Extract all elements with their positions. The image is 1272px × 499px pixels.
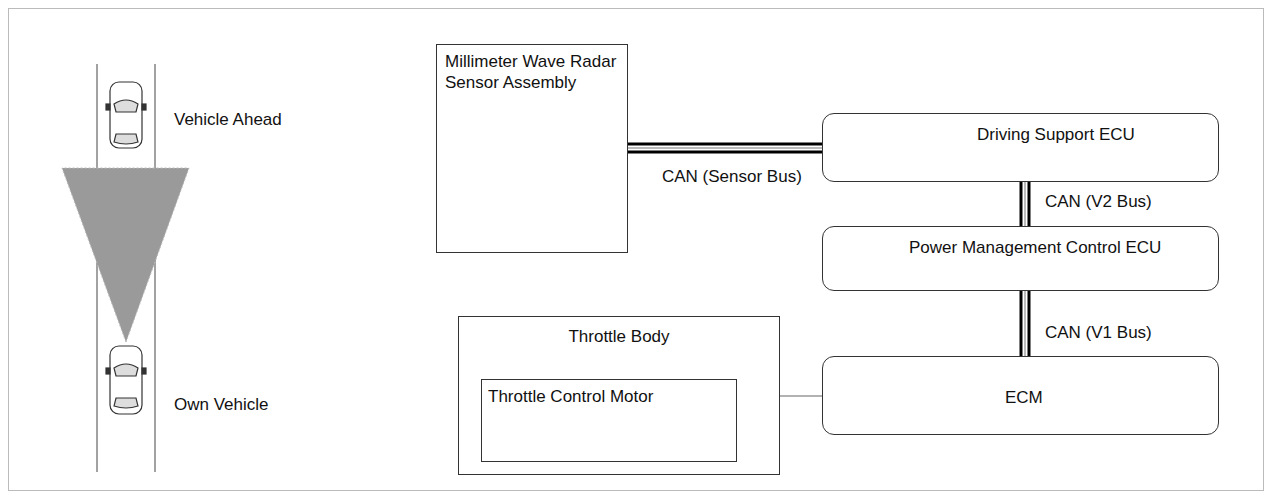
component-box: Power Management Control ECU — [822, 226, 1219, 291]
can-bus-line — [1025, 182, 1026, 226]
component-label: Power Management Control ECU — [909, 237, 1218, 258]
vehicle-ahead-car — [106, 82, 146, 148]
component-label: ECM — [1005, 387, 1218, 408]
component-box: Millimeter Wave Radar Sensor Assembly — [436, 44, 628, 253]
component-label: Throttle Body — [465, 326, 773, 347]
component-box: Driving Support ECU — [822, 113, 1219, 182]
component-box: ECM — [822, 356, 1219, 435]
housing-box: Throttle BodyThrottle Control Motor — [458, 316, 780, 475]
own-vehicle-car — [106, 346, 146, 414]
can-bus-line — [1025, 291, 1026, 356]
component-box: Throttle Control Motor — [481, 379, 737, 462]
can-bus-line — [628, 148, 822, 149]
vehicle-label: Vehicle Ahead — [172, 109, 284, 131]
lane-line — [97, 64, 98, 472]
lane-line — [155, 64, 156, 472]
vehicle-label: Own Vehicle — [172, 394, 271, 416]
bus-label: CAN (V1 Bus) — [1043, 322, 1154, 344]
bus-label: CAN (Sensor Bus) — [660, 166, 814, 188]
frame — [9, 9, 1264, 491]
component-label: Driving Support ECU — [977, 124, 1218, 145]
radar-beam — [62, 168, 189, 342]
bus-label: CAN (V2 Bus) — [1043, 191, 1154, 213]
component-label: Millimeter Wave Radar Sensor Assembly — [445, 51, 619, 94]
component-label: Throttle Control Motor — [488, 386, 730, 407]
